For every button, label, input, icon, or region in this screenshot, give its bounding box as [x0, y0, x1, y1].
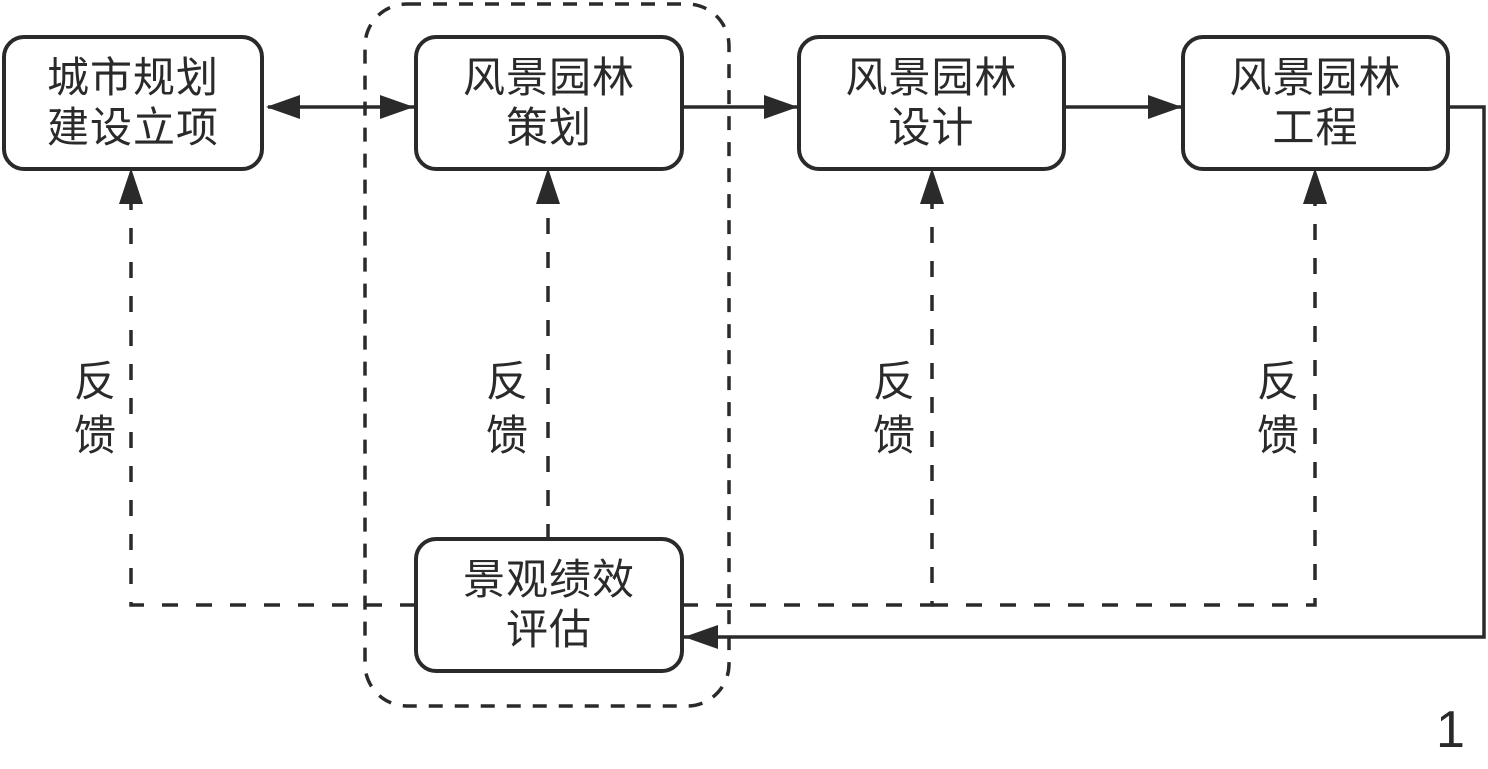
arrowhead [684, 625, 718, 649]
node-label-line: 风景园林 [845, 53, 1018, 102]
arrowhead [1148, 95, 1182, 119]
node-label-line: 策划 [505, 103, 592, 152]
arrowhead-left [266, 95, 300, 119]
node-label-line: 城市规划 [46, 53, 219, 102]
feedback-label: 反 馈 [1257, 355, 1299, 463]
group-frame [363, 2, 731, 708]
node-landscape-engineering: 风景园林 工程 [1181, 35, 1450, 171]
feedback-edge-engineering [932, 200, 1317, 607]
feedback-char: 反 [486, 357, 529, 406]
page-number: 1 [1436, 701, 1465, 759]
feedback-label: 反 馈 [873, 355, 915, 463]
feedback-char: 馈 [1257, 411, 1300, 460]
node-label-line: 风景园林 [462, 53, 635, 102]
node-label-line: 工程 [1272, 103, 1359, 152]
feedback-char: 反 [873, 357, 916, 406]
node-label-line: 景观绩效 [462, 555, 635, 604]
feedback-label: 反 馈 [486, 355, 528, 463]
feedback-char: 馈 [74, 411, 117, 460]
node-urban-planning: 城市规划 建设立项 [2, 35, 264, 171]
node-performance-evaluation: 景观绩效 评估 [414, 537, 684, 673]
node-label-line: 评估 [505, 605, 592, 654]
node-label-line: 建设立项 [46, 103, 219, 152]
node-label-line: 风景园林 [1229, 53, 1402, 102]
arrowhead-up [1303, 168, 1327, 204]
feedback-char: 馈 [873, 411, 916, 460]
feedback-char: 馈 [486, 411, 529, 460]
feedback-edge-urban [129, 200, 416, 607]
feedback-label: 反 馈 [74, 355, 116, 463]
node-landscape-planning: 风景园林 策划 [414, 35, 684, 171]
arrowhead [764, 95, 798, 119]
arrowhead-up [119, 168, 143, 204]
arrowhead-up [920, 168, 944, 204]
arrowhead-up [536, 168, 560, 204]
node-label-line: 设计 [888, 103, 975, 152]
arrowhead-right [380, 95, 414, 119]
edge-engineering-to-evaluation [684, 105, 1486, 639]
node-landscape-design: 风景园林 设计 [797, 35, 1066, 171]
feedback-char: 反 [1257, 357, 1300, 406]
feedback-char: 反 [74, 357, 117, 406]
